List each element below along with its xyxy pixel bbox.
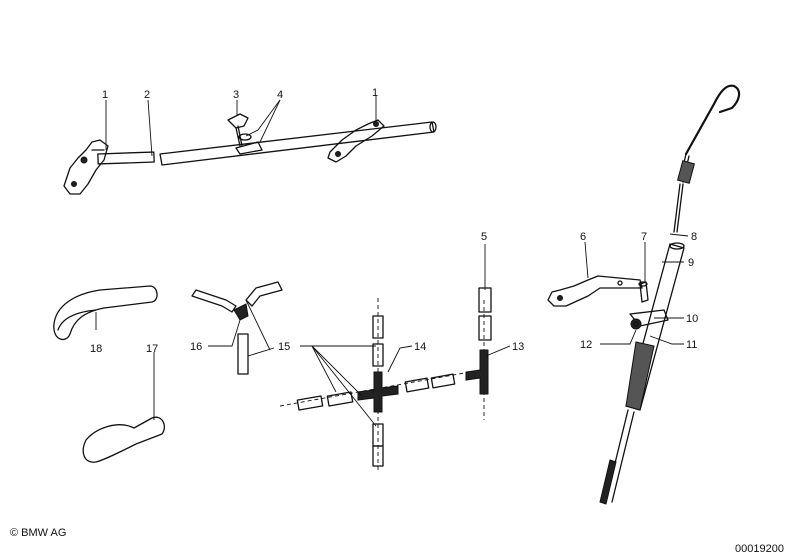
part-cross-connector[interactable] xyxy=(357,371,399,413)
callout-16: 16 xyxy=(190,341,202,353)
callout-4: 4 xyxy=(277,89,283,101)
callout-3: 3 xyxy=(233,89,239,101)
part-holder-screw[interactable] xyxy=(638,281,649,303)
callout-5: 5 xyxy=(481,231,487,243)
top-tube-assembly xyxy=(63,113,437,195)
part-hose-segments[interactable] xyxy=(296,287,492,467)
leader-lines xyxy=(95,96,689,427)
callout-9: 9 xyxy=(688,257,694,269)
callout-7: 7 xyxy=(641,231,647,243)
part-bracket-left[interactable] xyxy=(63,139,109,195)
part-screw[interactable] xyxy=(227,113,249,147)
part-y-connector-hoses[interactable] xyxy=(191,281,283,375)
part-holder-bracket[interactable] xyxy=(547,275,643,307)
callout-6: 6 xyxy=(580,231,586,243)
callout-14: 14 xyxy=(414,341,426,353)
callout-1-right: 1 xyxy=(372,87,378,99)
callout-15: 15 xyxy=(278,341,290,353)
part-dipstick[interactable] xyxy=(673,84,741,233)
part-t-connector[interactable] xyxy=(465,349,489,395)
dipstick-assembly xyxy=(547,84,741,505)
callout-13: 13 xyxy=(512,341,524,353)
callout-17: 17 xyxy=(146,343,158,355)
connector-tree xyxy=(279,287,492,470)
part-guide-tube[interactable] xyxy=(625,242,685,411)
part-dipstick-tip[interactable] xyxy=(599,409,635,505)
part-hose-17[interactable] xyxy=(82,416,166,463)
callout-labels: 1 2 3 4 1 5 6 7 8 9 10 11 12 13 14 15 16… xyxy=(90,87,698,355)
copyright-label: © BMW AG xyxy=(10,527,66,539)
part-clamp[interactable] xyxy=(235,133,263,155)
callout-10: 10 xyxy=(686,313,698,325)
diagram-number: 00019200 xyxy=(735,543,784,555)
callout-18: 18 xyxy=(90,343,102,355)
part-hose-18[interactable] xyxy=(53,285,158,341)
part-short-tube[interactable] xyxy=(97,151,155,165)
callout-12: 12 xyxy=(580,339,592,351)
callout-2: 2 xyxy=(144,89,150,101)
part-nut[interactable] xyxy=(630,318,642,330)
callout-11: 11 xyxy=(686,339,697,351)
callout-8: 8 xyxy=(691,231,697,243)
part-long-tube[interactable] xyxy=(159,121,437,166)
part-bracket-right[interactable] xyxy=(327,119,385,163)
callout-1-left: 1 xyxy=(102,89,108,101)
